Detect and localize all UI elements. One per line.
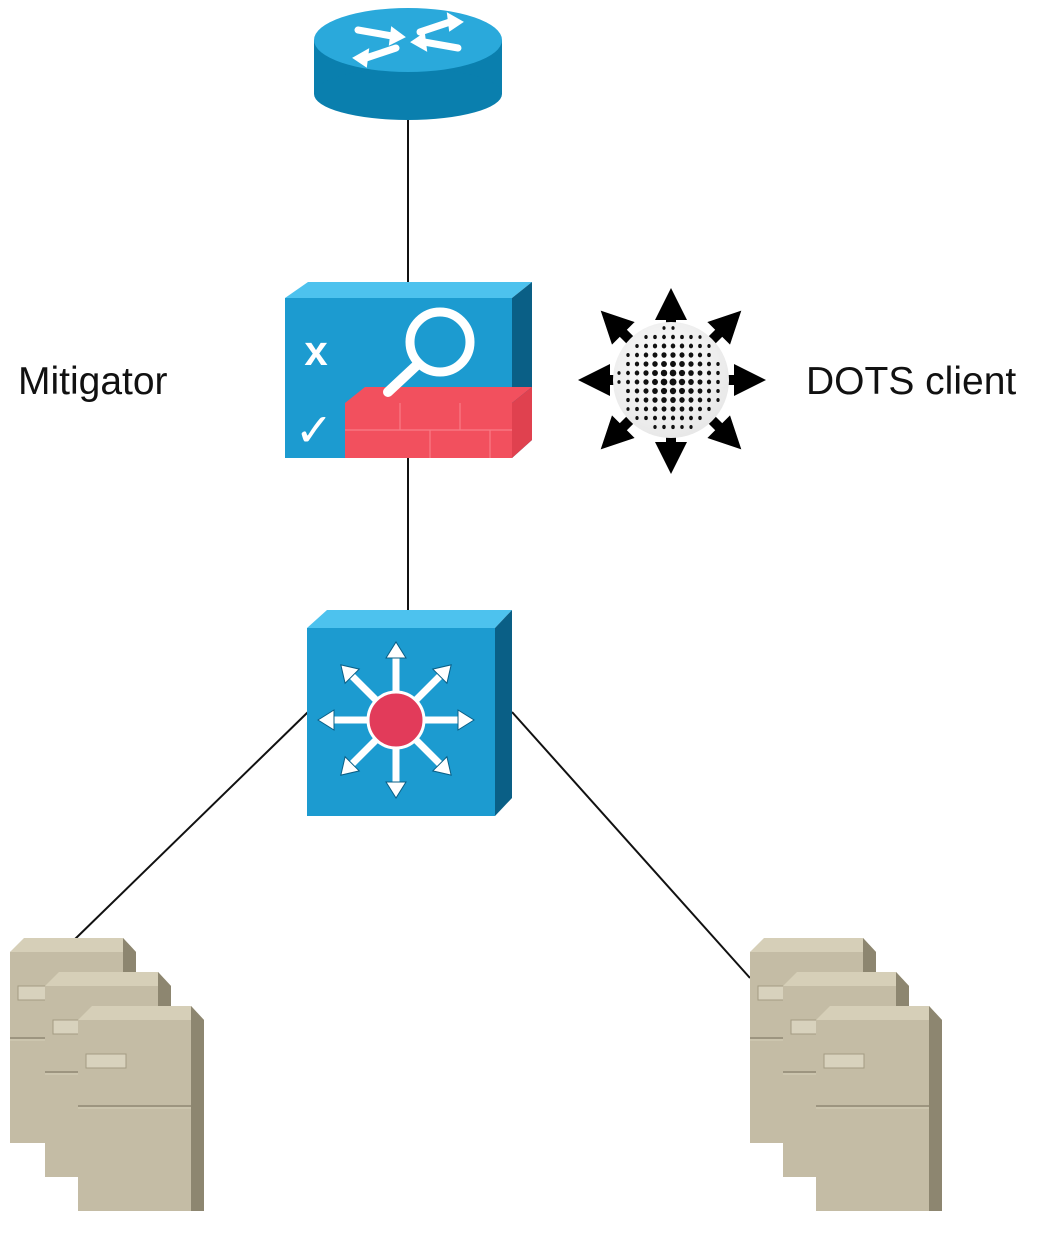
link-switch-server-right — [511, 711, 751, 979]
mitigator-x-mark: x — [304, 327, 328, 374]
server-stack-left-icon[interactable] — [9, 937, 205, 1212]
mitigator-label: Mitigator — [18, 360, 168, 403]
mitigator-check-mark: ✓ — [295, 403, 334, 457]
dots-client-label: DOTS client — [806, 360, 1017, 403]
dots-client-sphere-icon[interactable] — [577, 287, 767, 475]
server-stack-right-icon[interactable] — [749, 937, 943, 1212]
router-icon[interactable] — [314, 8, 502, 120]
layer3-switch-icon[interactable] — [307, 610, 512, 816]
links — [71, 118, 751, 979]
mitigator-device-icon[interactable]: x ✓ — [285, 282, 532, 458]
link-switch-server-left — [71, 711, 309, 943]
